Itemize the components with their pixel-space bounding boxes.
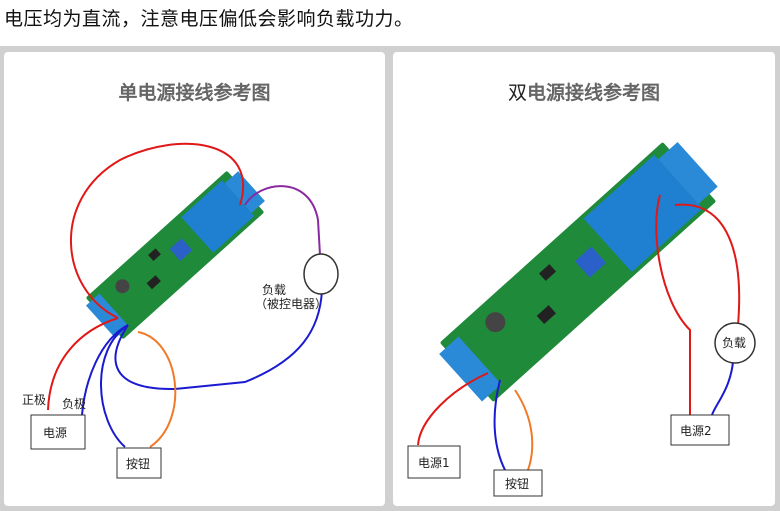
input-terminal [439, 336, 502, 402]
load-circle [303, 253, 339, 295]
title-first-char: 双 [507, 82, 527, 104]
relay [583, 154, 703, 272]
load-circle [714, 322, 756, 364]
relay [181, 180, 255, 253]
capacitor [115, 279, 130, 294]
panel-title: 双电源接线参考图 [393, 78, 775, 105]
negative-label: 负极 [62, 397, 86, 411]
title-rest: 电源接线参考图 [527, 82, 661, 104]
power-label: 电源 [43, 426, 67, 440]
caption: 电压均为直流，注意电压偏低会影响负载功力。 [4, 8, 414, 30]
button-box [493, 469, 543, 497]
positive-label: 正极 [22, 393, 46, 407]
load-note: （被控电器） [255, 297, 327, 311]
relay-module-board [85, 171, 265, 339]
input-terminal [85, 293, 129, 339]
capacitor [485, 312, 506, 333]
power1-label: 电源1 [418, 456, 450, 470]
load-label: 负载 [722, 336, 746, 350]
power-box [30, 414, 86, 450]
output-terminal [224, 171, 265, 213]
panel-title: 单电源接线参考图 [118, 82, 271, 104]
potentiometer [169, 238, 193, 261]
relay-module-board [439, 141, 718, 402]
power2-box [670, 414, 730, 446]
load-label: 负载 [262, 283, 286, 297]
button-box [116, 447, 162, 479]
power1-box [407, 445, 461, 479]
potentiometer [575, 246, 607, 278]
button-label: 按钮 [505, 476, 529, 491]
output-terminal [658, 141, 718, 204]
button-label: 按钮 [126, 456, 150, 471]
power2-label: 电源2 [680, 424, 712, 438]
